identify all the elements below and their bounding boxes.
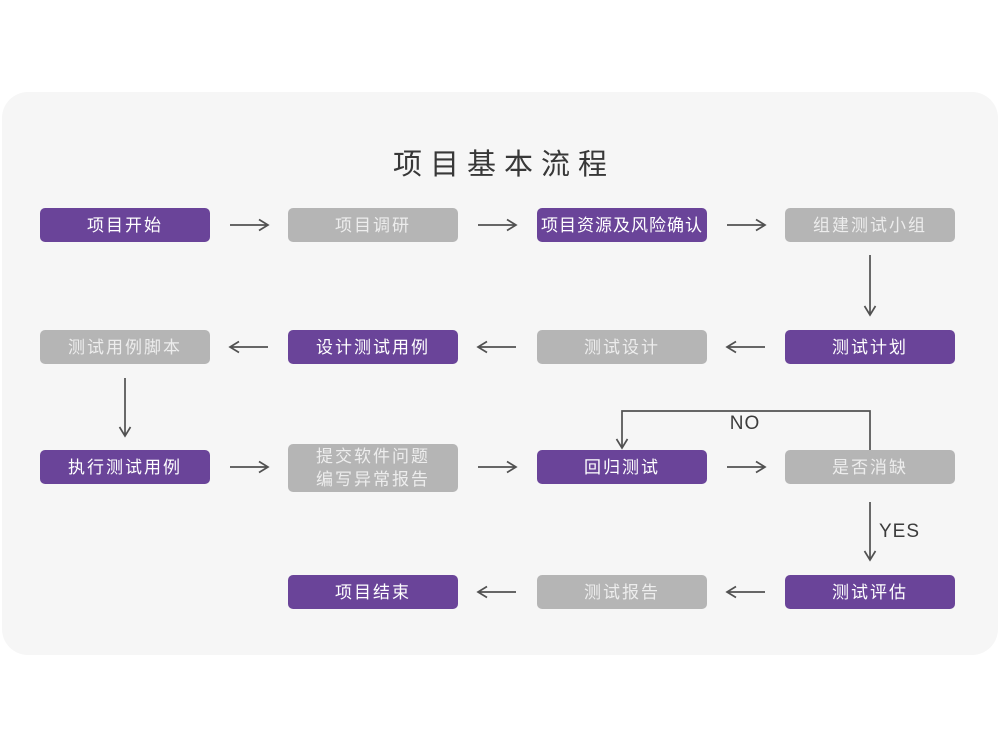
node-test-plan: 测试计划 <box>785 330 955 364</box>
node-design-test-case: 设计测试用例 <box>288 330 458 364</box>
node-regression-test: 回归测试 <box>537 450 707 484</box>
node-resource-risk-confirm: 项目资源及风险确认 <box>537 208 707 242</box>
edge-label-yes: YES <box>879 521 921 542</box>
edge-label-no: NO <box>729 413 761 434</box>
node-test-evaluation: 测试评估 <box>785 575 955 609</box>
node-submit-issue-report: 提交软件问题 编写异常报告 <box>288 444 458 492</box>
node-project-research: 项目调研 <box>288 208 458 242</box>
node-build-test-team: 组建测试小组 <box>785 208 955 242</box>
node-test-report: 测试报告 <box>537 575 707 609</box>
flowchart-card <box>2 92 998 655</box>
node-test-design: 测试设计 <box>537 330 707 364</box>
node-defect-cleared-check: 是否消缺 <box>785 450 955 484</box>
node-test-case-script: 测试用例脚本 <box>40 330 210 364</box>
page-title: 项目基本流程 <box>392 149 615 181</box>
node-execute-test-case: 执行测试用例 <box>40 450 210 484</box>
node-project-end: 项目结束 <box>288 575 458 609</box>
node-project-start: 项目开始 <box>40 208 210 242</box>
